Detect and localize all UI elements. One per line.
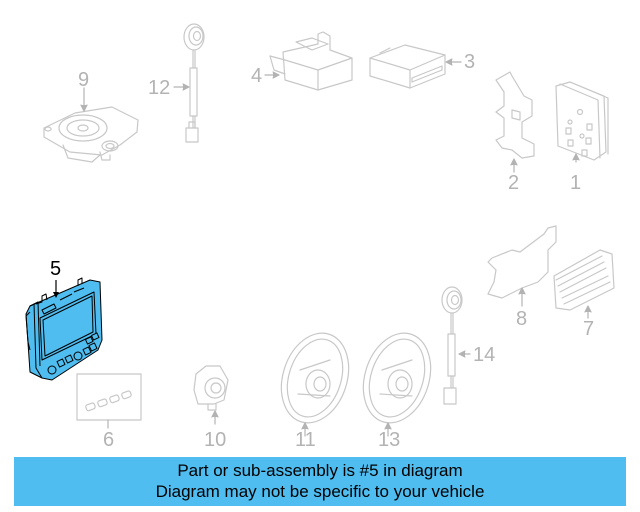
callout-2[interactable]: 2 [508, 172, 520, 194]
part-1-control-module-icon[interactable] [555, 81, 609, 161]
part-3-module-icon[interactable] [369, 44, 446, 89]
banner-line-disclaimer: Diagram may not be specific to your vehi… [155, 482, 485, 501]
callout-14[interactable]: 14 [473, 344, 496, 366]
callout-13[interactable]: 13 [378, 429, 401, 451]
callout-3[interactable]: 3 [464, 51, 476, 73]
callout-9[interactable]: 9 [78, 69, 90, 91]
callout-8[interactable]: 8 [516, 308, 528, 330]
part-12-speaker-wire-icon[interactable] [183, 23, 205, 143]
banner-line-part-number: Part or sub-assembly is #5 in diagram [177, 461, 463, 480]
part-11-speaker-icon[interactable] [270, 324, 359, 431]
part-13-speaker-icon[interactable] [352, 324, 441, 431]
info-banner: Part or sub-assembly is #5 in diagram Di… [14, 457, 626, 506]
part-5-head-unit-icon[interactable] [25, 277, 103, 381]
part-9-tweeter-housing-icon[interactable] [43, 106, 139, 163]
callout-4[interactable]: 4 [251, 65, 263, 87]
part-6-button-set-icon[interactable] [76, 373, 142, 421]
callout-11[interactable]: 11 [295, 429, 316, 451]
callout-6[interactable]: 6 [103, 429, 115, 451]
part-14-speaker-wire-icon[interactable] [441, 286, 463, 405]
callout-10[interactable]: 10 [204, 429, 227, 451]
callout-5[interactable]: 5 [50, 258, 62, 280]
part-2-bracket-icon[interactable] [495, 71, 535, 159]
part-7-module-icon[interactable] [553, 249, 615, 311]
callout-7[interactable]: 7 [583, 318, 595, 340]
callout-1[interactable]: 1 [570, 172, 582, 194]
part-4-bracket-icon[interactable] [269, 31, 353, 91]
part-8-bracket-icon[interactable] [487, 225, 557, 299]
callout-12[interactable]: 12 [148, 77, 171, 99]
part-10-speaker-icon[interactable] [193, 365, 229, 411]
